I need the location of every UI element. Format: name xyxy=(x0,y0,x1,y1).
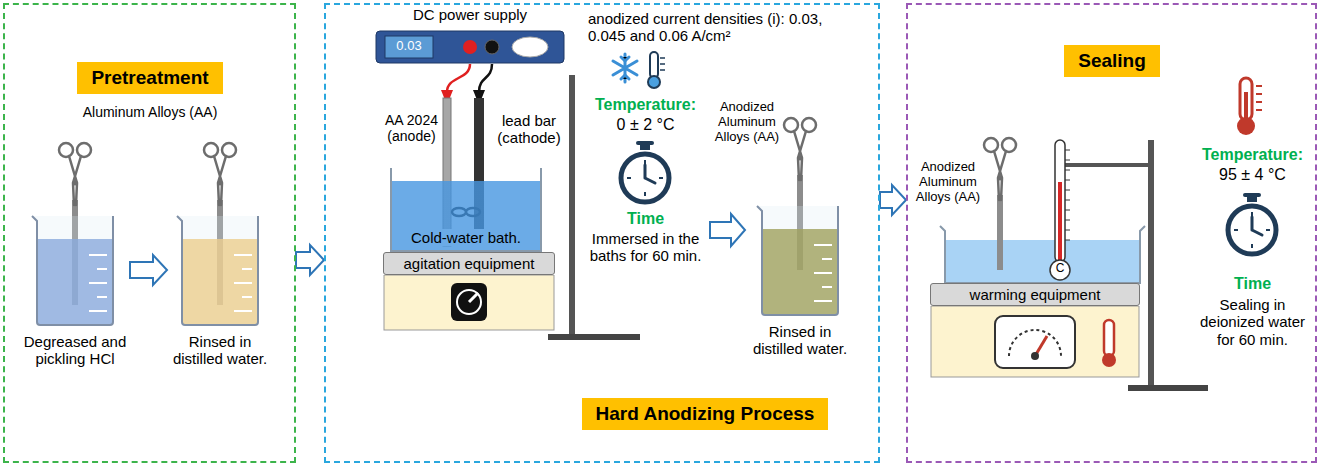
text-label: Anodized Aluminum Alloys (AA) xyxy=(710,100,784,145)
equipment-label: warming equipment xyxy=(930,283,1140,306)
beaker-shape xyxy=(167,215,273,327)
stopwatch-icon xyxy=(1228,193,1276,254)
thermometer-icon xyxy=(648,52,665,88)
text-label: Sealing in deionized water for 60 min. xyxy=(1190,296,1315,348)
text-label: Immersed in the baths for 60 min. xyxy=(583,230,708,265)
text-label: 0 ± 2 °C xyxy=(588,116,703,134)
text-label: anodized current densities (i): 0.03, 0.… xyxy=(588,10,823,45)
beaker: Rinsed in distilled water. xyxy=(167,215,273,370)
panel-heading: Sealing xyxy=(1064,45,1160,77)
text-label: C xyxy=(1052,262,1068,276)
stand-base xyxy=(548,334,640,340)
red-wire xyxy=(447,64,470,92)
beaker-caption: Rinsed in distilled water. xyxy=(167,333,273,368)
display-reading: 0.03 xyxy=(385,39,433,54)
process-arrow xyxy=(130,255,167,285)
bath-label: Cold-water bath. xyxy=(408,229,524,246)
flow-arrow xyxy=(710,214,745,246)
equipment-label: agitation equipment xyxy=(383,252,555,275)
device-name: DC power supply xyxy=(375,6,565,23)
sealing-tank xyxy=(940,226,1145,283)
text-label: lead bar (cathode) xyxy=(490,112,568,147)
tongs xyxy=(784,118,816,180)
stirrer-body xyxy=(383,275,555,331)
dc-power-supply: DC power supply 0.03 xyxy=(375,6,565,68)
sample-strip xyxy=(997,195,1003,270)
beaker-shape xyxy=(747,205,853,317)
process-arrow xyxy=(296,245,324,275)
panel-heading: Pretreatment xyxy=(77,62,222,94)
beaker-shape xyxy=(20,215,130,327)
tongs xyxy=(204,143,236,205)
process-panel: Sealing warming equipment xyxy=(906,3,1317,463)
text-label: Temperature: xyxy=(1190,146,1315,164)
text-label: Anodized Aluminum Alloys (AA) xyxy=(910,160,986,205)
stand-base xyxy=(1128,385,1208,391)
clamp-arm xyxy=(1065,163,1150,167)
beaker: Degreased and pickling HCl xyxy=(20,215,130,370)
beaker: Rinsed in distilled water. xyxy=(747,205,853,360)
process-arrow xyxy=(880,185,906,215)
cold-water-bath: Cold-water bath. xyxy=(390,168,542,252)
text-label: 95 ± 4 °C xyxy=(1190,166,1315,184)
black-wire xyxy=(479,64,492,92)
stopwatch-icon xyxy=(621,141,669,202)
text-label: Temperature: xyxy=(588,96,703,114)
beaker-caption: Degreased and pickling HCl xyxy=(20,333,130,368)
heater-body xyxy=(930,306,1140,378)
stand-rod xyxy=(1148,140,1154,385)
snowflake-icon xyxy=(613,54,637,82)
sealing-water xyxy=(945,240,1140,283)
text-label: AA 2024 (anode) xyxy=(383,112,440,144)
tongs xyxy=(984,138,1016,200)
text-label: Time xyxy=(588,210,703,228)
stand-rod xyxy=(569,75,575,335)
heat-thermometer-icon xyxy=(1237,78,1262,135)
process-panel: PretreatmentDegreased and pickling HCl Ri… xyxy=(3,3,296,463)
agitation-equipment: agitation equipment xyxy=(383,252,555,331)
text-label: Time xyxy=(1190,275,1315,293)
beaker-caption: Rinsed in distilled water. xyxy=(747,323,853,358)
warming-equipment: warming equipment xyxy=(930,283,1140,378)
bath-thermometer xyxy=(1050,140,1070,280)
panel-heading: Hard Anodizing Process xyxy=(582,398,829,430)
text-label: Aluminum Alloys (AA) xyxy=(50,104,250,120)
tongs xyxy=(59,143,91,205)
